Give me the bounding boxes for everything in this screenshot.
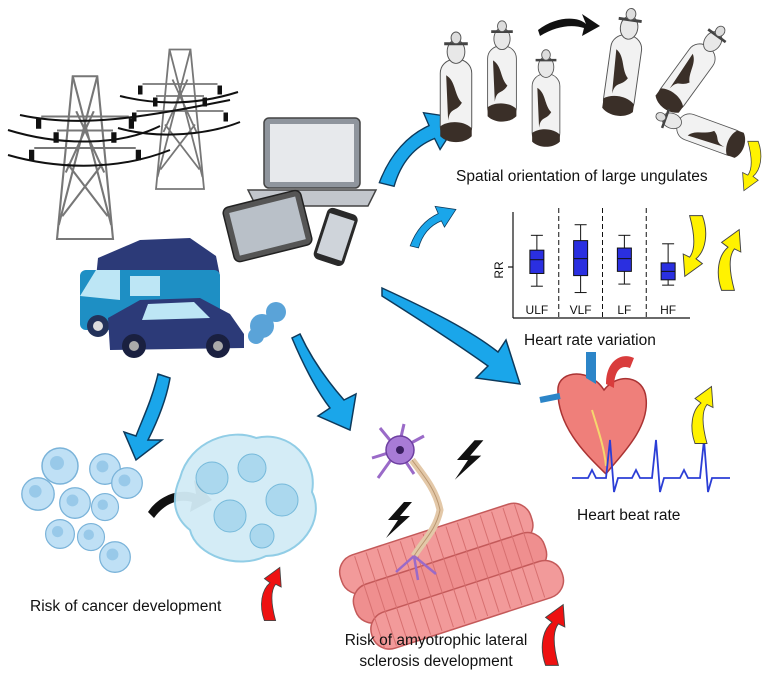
decrease-arrow-icon [682, 215, 707, 277]
neuron-icon [371, 423, 444, 581]
heart-beat-label: Heart beat rate [577, 507, 681, 524]
chart-boxes [529, 224, 676, 294]
increase-arrow-icon [717, 229, 742, 291]
x-tick-label-vlf: VLF [570, 303, 592, 317]
cancer-risk-label: Risk of cancer development [30, 598, 222, 615]
heart-icon [539, 352, 647, 476]
x-tick-label-hf: HF [660, 303, 676, 317]
chart-x-ticks: ULF VLF LF HF [526, 303, 677, 317]
arrow-to-als-icon [291, 332, 357, 432]
chart-y-label: RR [492, 261, 506, 279]
orientation-change-arrow-icon [538, 14, 600, 36]
increase-arrow-icon [261, 566, 282, 622]
ungulates-icon [438, 4, 750, 161]
hrv-label: Heart rate variation [524, 332, 656, 349]
vehicles-icon [80, 238, 286, 358]
increase-arrow-icon [691, 385, 714, 445]
power-line-towers-icon [7, 48, 241, 241]
chart-dividers [558, 208, 647, 318]
healthy-cells-icon [21, 447, 143, 573]
x-tick-label-lf: LF [617, 303, 631, 317]
ecg-trace-icon [572, 439, 730, 493]
exhaust-smoke-icon [248, 302, 286, 344]
cancer-cells-icon [173, 433, 317, 563]
lightning-bolt-icon [386, 502, 412, 538]
als-risk-label-line2: sclerosis development [359, 653, 513, 670]
ungulates-label: Spatial orientation of large ungulates [456, 168, 708, 185]
effect-arrows [122, 112, 522, 462]
arrow-to-cancer-icon [122, 373, 171, 462]
arrow-to-heart-icon [381, 286, 522, 385]
box-lf [616, 247, 632, 272]
lightning-bolt-icon [454, 440, 484, 480]
muscle-fibers-icon [338, 502, 565, 650]
als-risk-label: Risk of amyotrophic lateral sclerosis de… [320, 630, 552, 672]
box-ulf [529, 249, 545, 274]
box-vlf [573, 240, 589, 277]
arrow-to-hrv-icon [409, 205, 457, 249]
als-risk-label-line1: Risk of amyotrophic lateral [344, 632, 528, 649]
decrease-arrow-icon [742, 140, 762, 192]
hrv-box-chart: RR ULF VLF LF HF [492, 208, 690, 319]
electronic-devices-icon [222, 117, 378, 267]
x-tick-label-ulf: ULF [526, 303, 549, 317]
